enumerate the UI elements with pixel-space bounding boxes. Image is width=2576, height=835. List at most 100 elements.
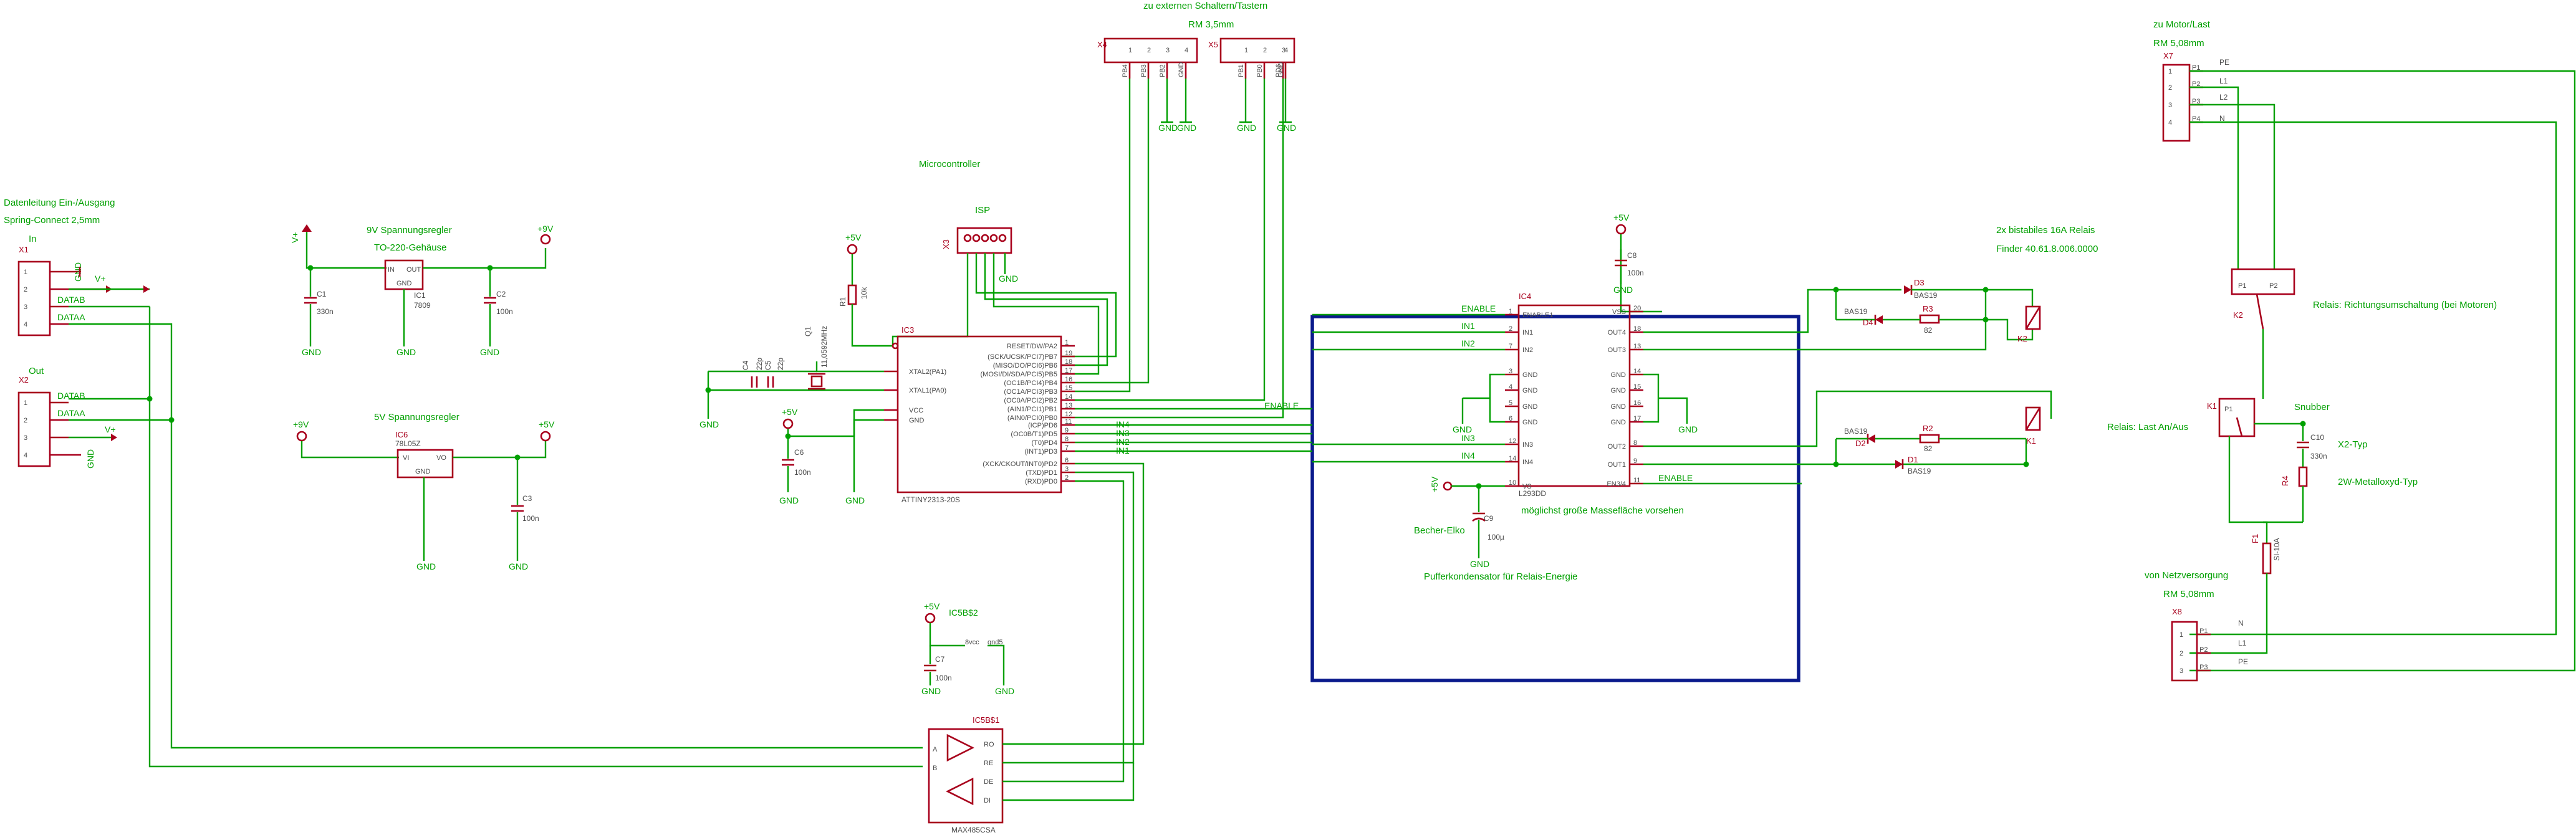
rs485-di-pin: DI (984, 797, 991, 804)
mcu-pin-label: (AIN0/PCI0)PB0 (1007, 414, 1057, 422)
rs485-ic5b1 (928, 728, 1004, 824)
junction-xtal (705, 387, 711, 393)
c9-ref: C9 (1484, 514, 1494, 523)
resistor-r3 (1919, 314, 1940, 324)
driver-left-number: 3 (1509, 368, 1512, 375)
driver-right-number: 14 (1633, 368, 1641, 375)
mcu-pin-number: 14 (1065, 393, 1072, 401)
x1-datab-label: DATAB (57, 295, 85, 305)
wire-isp-miso (984, 253, 1108, 366)
crystal-q1 (810, 375, 823, 388)
ic5-gnd-label: GND (995, 686, 1014, 696)
heading-ext-switch: zu externen Schaltern/Tastern (1143, 1, 1267, 11)
ic1-out-pin: OUT (406, 266, 421, 274)
mcu-pin-gnd: GND (909, 417, 925, 424)
junction-k2-c (1982, 317, 1989, 323)
driver-right-number: 11 (1633, 477, 1640, 484)
ic6-ref: IC6 (395, 430, 408, 439)
motor-pin-number: 3 (2168, 102, 2172, 109)
heading-motor: zu Motor/Last (2153, 19, 2211, 30)
connector-x5 (1219, 37, 1295, 64)
c6-value: 100n (794, 468, 811, 477)
driver-right-number: 9 (1633, 457, 1637, 465)
rs485-b-pin: B (933, 765, 937, 772)
mcu-pin-label: (SCK/UCSK/PCI7)PB7 (988, 353, 1057, 361)
diode-d3 (1904, 285, 1911, 294)
wire-k1-to-snubber (2228, 436, 2303, 523)
p9v-label: +9V (537, 224, 554, 234)
p5v-label-ic5: +5V (924, 601, 940, 611)
mcu-pin-label: (INT1)PD3 (1024, 448, 1057, 456)
ic3-ref: IC3 (901, 325, 914, 335)
connector-x2 (17, 391, 51, 467)
isp-pin-4 (989, 234, 998, 242)
mcu-pin-number: 13 (1065, 402, 1072, 409)
ic4-value: L293DD (1519, 489, 1546, 498)
p5v-label-driver: +5V (1613, 212, 1630, 222)
d3-value: BAS19 (1914, 291, 1938, 300)
ic1-value: 7809 (414, 301, 431, 310)
ic5b1-value: MAX485CSA (951, 826, 996, 834)
p5v-label-vs: +5V (1430, 476, 1439, 492)
ic6-gnd-pin: GND (415, 468, 431, 475)
wire-drv-gnd-left (1489, 373, 1505, 423)
p5v-symbol-ic5 (925, 613, 936, 624)
mains-pe-label: PE (2238, 657, 2248, 666)
mcu-pin-number: 15 (1065, 384, 1072, 392)
bus-in3-label: IN3 (1461, 433, 1475, 443)
ext-pin-number: 1 (1128, 47, 1132, 54)
driver-left-number: 5 (1509, 399, 1512, 407)
regulator-5v-section: 5V Spannungsregler +9V IC6 78L05Z VI VO … (293, 412, 555, 571)
bus-frame (1310, 315, 1800, 682)
d1-ref: D1 (1908, 455, 1918, 464)
junction-dataa (168, 417, 175, 423)
mcu-pin-number: 8 (1065, 436, 1069, 443)
driver-left-pin: GND (1522, 419, 1538, 426)
mcu-pin-number: 6 (1065, 457, 1069, 464)
driver-right-number: 18 (1633, 325, 1641, 333)
connector-x8 (2171, 621, 2198, 682)
p5v-label-c6: +5V (782, 407, 798, 417)
motor-n-label: N (2219, 114, 2225, 123)
motor-pin-number: 4 (2168, 119, 2172, 126)
isp-gnd-label: GND (999, 274, 1018, 284)
mains-pin-number: 1 (2180, 631, 2183, 639)
ext-pin-number: 4 (1284, 47, 1288, 54)
p5v-symbol-driver (1615, 224, 1627, 235)
ext-pin-number: 2 (1147, 47, 1151, 54)
motor-pin-number: 1 (2168, 68, 2172, 75)
driver-right-pin: EN3/4 (1607, 480, 1626, 488)
bus-in1-label: IN1 (1461, 321, 1475, 331)
ic5b2-ref: IC5B$2 (949, 608, 978, 618)
ext-pin-number: 3 (1166, 47, 1170, 54)
c9-gnd-label: GND (1470, 559, 1489, 569)
x1-gnd-label: GND (73, 262, 83, 282)
mcu-pin-number: 2 (1065, 474, 1069, 482)
driver-left-number: 14 (1509, 455, 1516, 462)
wire-isp-sck (975, 253, 1117, 358)
mcu-pin-number: 17 (1065, 367, 1072, 375)
wire-motor-l2 (2189, 103, 2276, 269)
rs485-ro-pin: RO (984, 741, 994, 748)
mains-pin-number: 2 (2180, 650, 2183, 657)
wire-isp-mosi (992, 253, 1100, 375)
f1-ref: F1 (2251, 534, 2260, 543)
c1-gnd-label: GND (302, 347, 321, 357)
ic5-vcc-pin: 8vcc (965, 639, 979, 646)
junction-k1-a (1833, 461, 1839, 467)
vplus-supply-arrow (302, 224, 312, 232)
r2-value: 82 (1924, 444, 1933, 453)
rs485-re-pin: RE (984, 760, 993, 767)
x2-pin-1: 1 (24, 399, 27, 407)
driver-right-pin: GND (1611, 387, 1627, 394)
driver-left-pin: IN1 (1522, 329, 1533, 336)
driver-right-pin: GND (1611, 403, 1627, 411)
junction-c1 (307, 265, 314, 271)
c2-value: 100n (496, 307, 513, 316)
mcu-pin-xtal2: XTAL2(PA1) (909, 368, 946, 376)
k2-contact-p1: P1 (2238, 282, 2246, 290)
regulator-9v-section: 9V Spannungsregler TO-220-Gehäuse V+ IN … (290, 224, 554, 357)
